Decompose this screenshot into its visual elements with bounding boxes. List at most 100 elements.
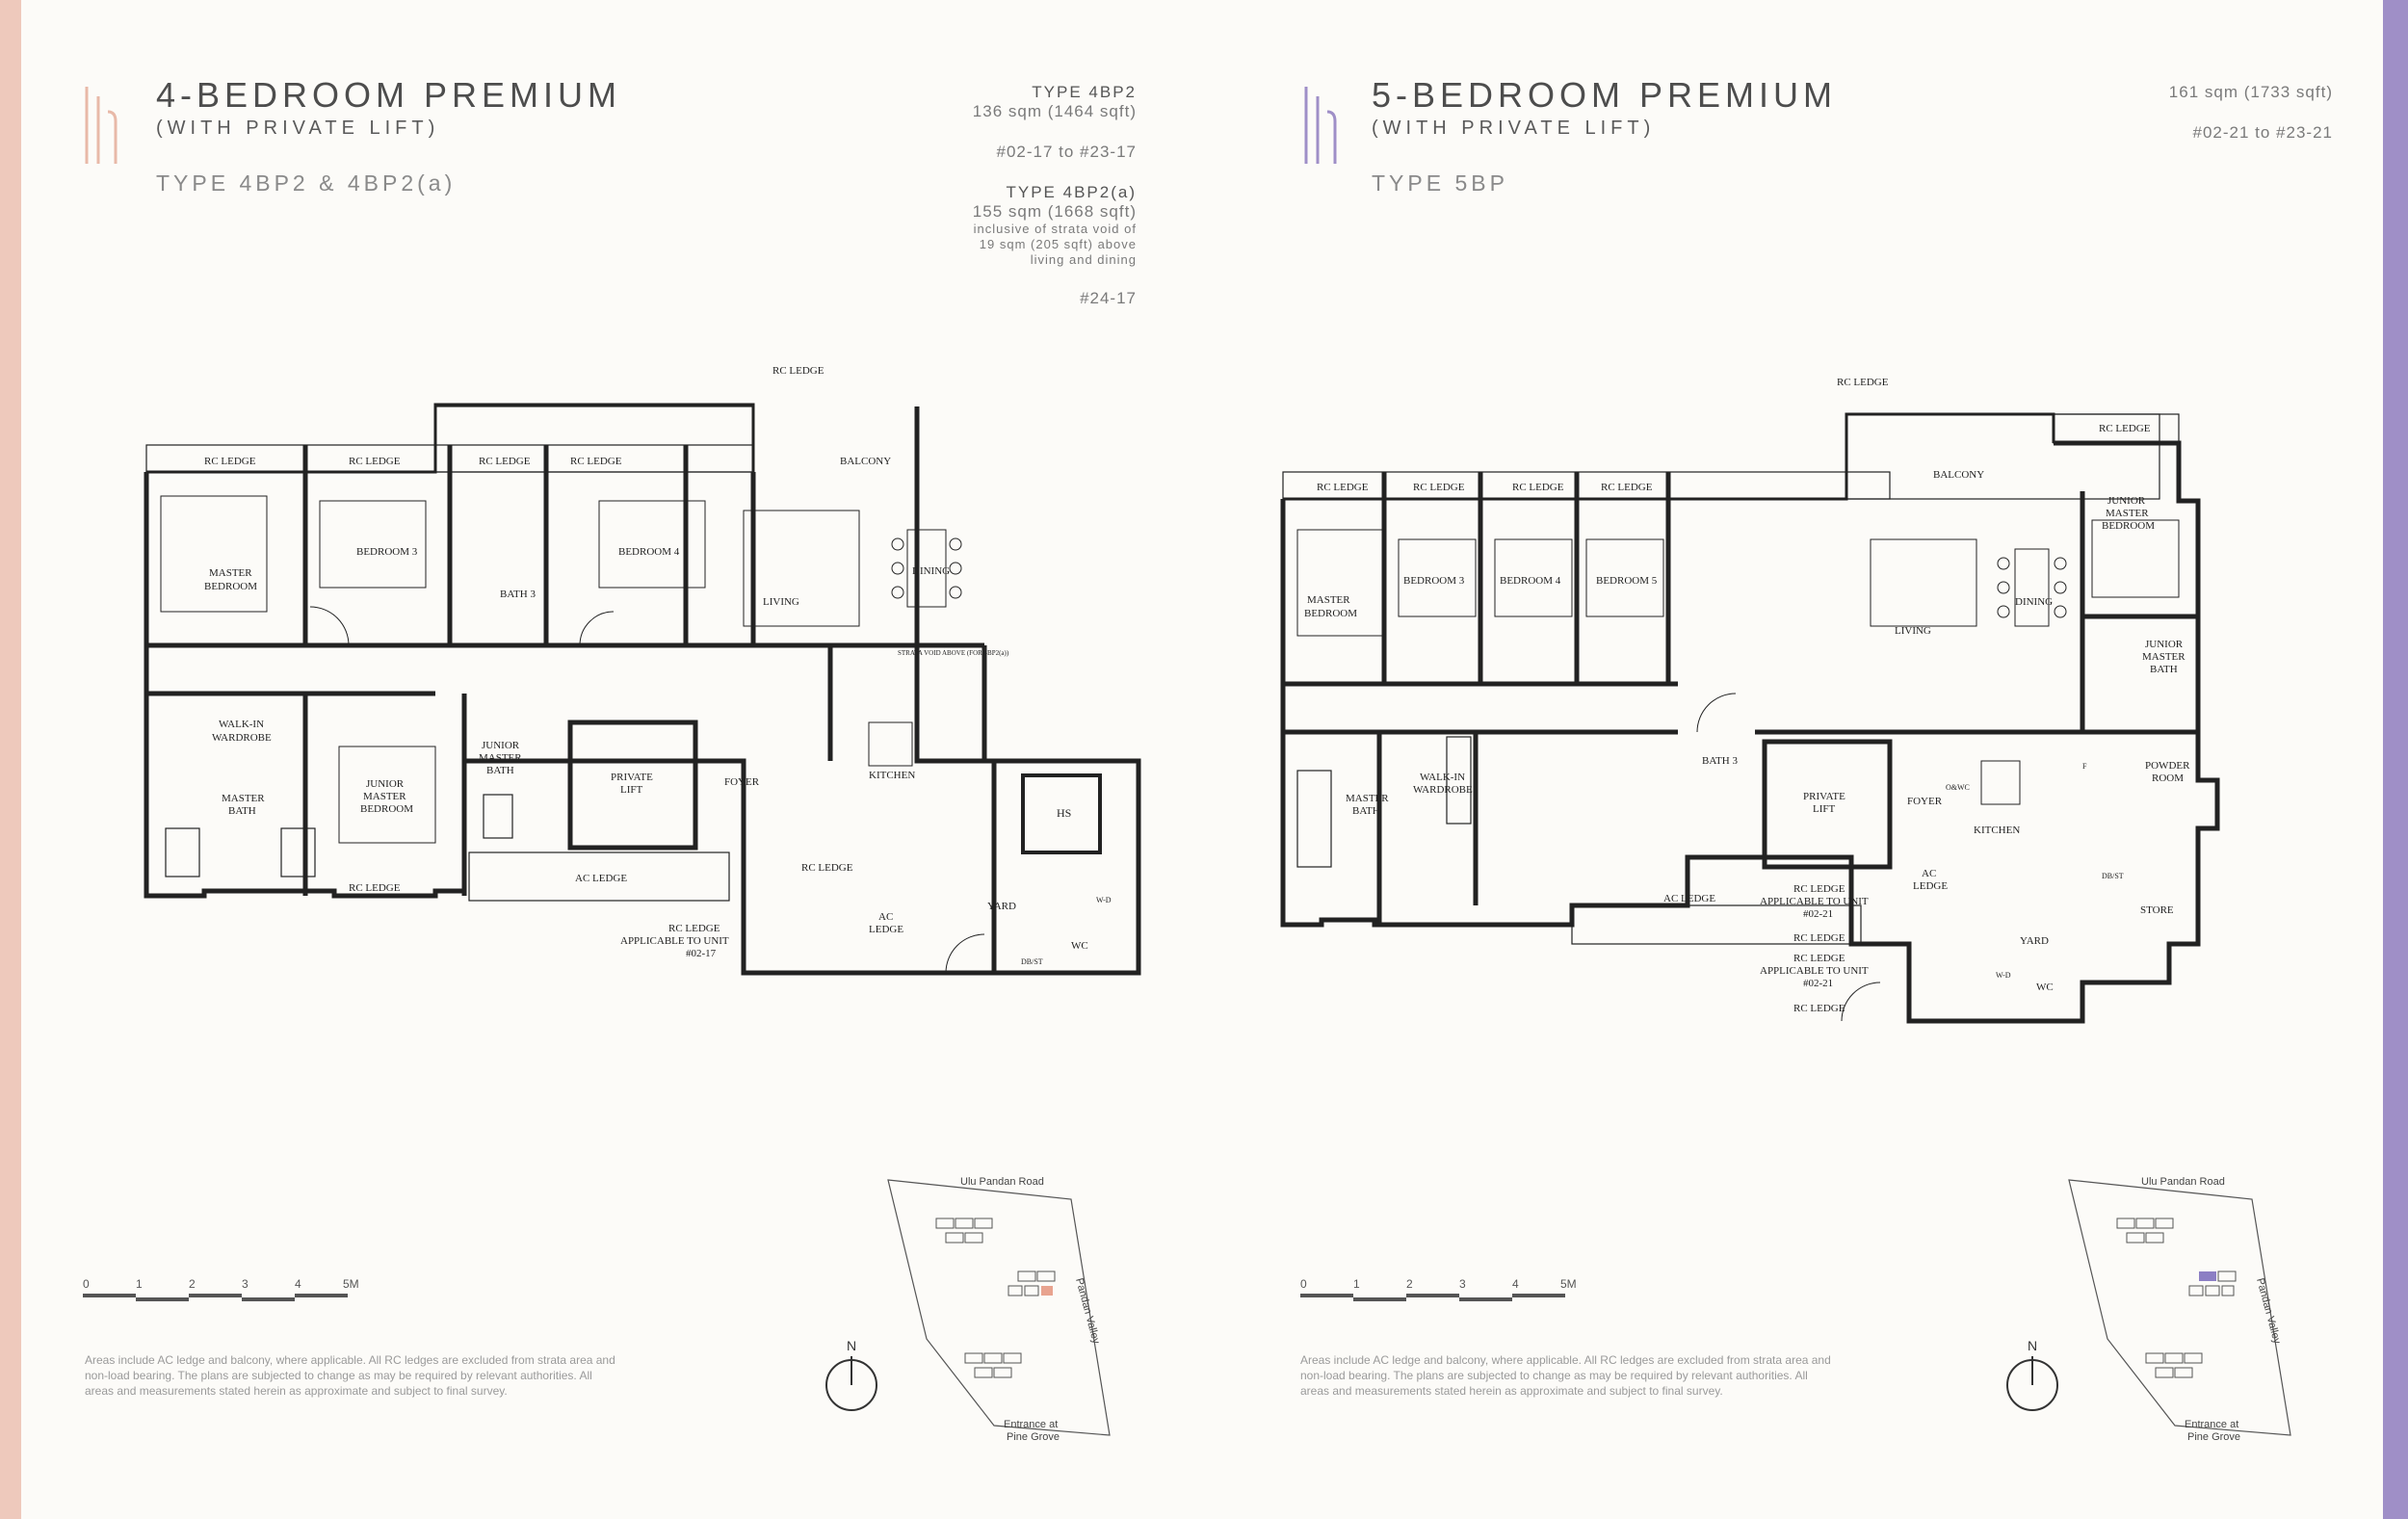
site-entrance-label: Entrance at <box>2185 1419 2238 1430</box>
floor-plan-5bp: RC LEDGE RC LEDGE RC LEDGE RC LEDGE RC L… <box>1280 377 2220 1024</box>
label-rc-ledge: RC LEDGE <box>2099 423 2151 434</box>
site-key-plan: Ulu Pandan Road Pandan Valley Entrance a… <box>2068 1176 2291 1443</box>
label-dining: DINING <box>2015 596 2053 608</box>
spec-area: 136 sqm (1464 sqft) <box>972 102 1137 120</box>
label-junior-master: BEDROOM <box>2102 520 2155 532</box>
label-foyer: FOYER <box>1907 796 1943 807</box>
scale-tick-label: 5M <box>1560 1277 1577 1291</box>
label-ac-ledge: LEDGE <box>869 924 903 935</box>
disclaimer-text: Areas include AC ledge and balcony, wher… <box>1300 1353 1831 1398</box>
label-living: LIVING <box>763 596 799 608</box>
label-rc-ledge: RC LEDGE <box>349 882 401 894</box>
scale-bar: 0 1 2 3 4 5M <box>1300 1277 1577 1301</box>
label-junior-master: JUNIOR <box>2107 495 2146 507</box>
label-private-lift: PRIVATE <box>611 772 653 783</box>
label-rc-ledge-note: APPLICABLE TO UNIT <box>1760 965 1869 977</box>
page-title: 5-BEDROOM PREMIUM <box>1372 75 1838 115</box>
unit-type-line: TYPE 4BP2 & 4BP2(a) <box>156 170 457 196</box>
spec-note: 19 sqm (205 sqft) above <box>979 237 1137 251</box>
label-junior-master: JUNIOR <box>366 778 405 790</box>
household-shelter <box>1021 773 1102 854</box>
scale-tick-label: 0 <box>83 1277 90 1291</box>
label-rc-ledge: RC LEDGE <box>1512 482 1564 493</box>
site-road-label: Ulu Pandan Road <box>960 1176 1044 1188</box>
label-rc-ledge: RC LEDGE <box>801 862 853 874</box>
label-balcony: BALCONY <box>1933 469 1984 481</box>
label-wc: WC <box>2036 982 2054 993</box>
label-kitchen: KITCHEN <box>869 770 915 781</box>
page-subtitle: (WITH PRIVATE LIFT) <box>156 118 440 139</box>
label-fridge: F <box>2082 762 2087 771</box>
label-fridge: F <box>982 735 987 744</box>
spec-note: living and dining <box>1030 252 1137 267</box>
private-lift-shaft <box>567 720 698 851</box>
label-powder-room: POWDER <box>2145 760 2190 772</box>
label-oven-wash: O&WC <box>1946 783 1970 792</box>
label-rc-ledge: RC LEDGE <box>1793 932 1845 944</box>
label-private-lift: PRIVATE <box>1803 791 1845 802</box>
site-entrance-label: Pine Grove <box>1007 1431 1060 1443</box>
spec-units: #24-17 <box>1080 289 1137 307</box>
bed <box>1296 529 1385 637</box>
label-junior-master-bath: BATH <box>2150 664 2178 675</box>
label-master-bedroom: MASTER <box>1307 594 1350 606</box>
dining-table <box>2014 548 2050 627</box>
label-private-lift: LIFT <box>1813 803 1836 815</box>
scale-bar: 0 1 2 3 4 5M <box>83 1277 359 1301</box>
label-master-bath: BATH <box>1352 805 1380 817</box>
scale-tick-label: 2 <box>189 1277 196 1291</box>
label-rc-ledge: RC LEDGE <box>772 365 824 377</box>
label-db-store: DB/ST <box>2102 872 2124 880</box>
label-master-bath: MASTER <box>1346 793 1389 804</box>
label-kitchen: KITCHEN <box>1974 825 2020 836</box>
unit-type-line: TYPE 5BP <box>1372 170 1508 196</box>
site-valley-label: Pandan Valley <box>2254 1277 2283 1346</box>
label-db-store: DB/ST <box>1021 957 1043 966</box>
label-store: STORE <box>2140 904 2174 916</box>
brand-mark-icon <box>1304 87 1337 164</box>
scale-tick-label: 1 <box>136 1277 143 1291</box>
label-master-bath: BATH <box>228 805 256 817</box>
scale-tick-label: 3 <box>242 1277 249 1291</box>
dining-table <box>906 529 947 608</box>
spec-type-label: TYPE 4BP2(a) <box>1006 183 1137 201</box>
spec-area: 161 sqm (1733 sqft) <box>2168 83 2333 101</box>
highlighted-block <box>1041 1286 1053 1296</box>
label-rc-ledge: RC LEDGE <box>1601 482 1653 493</box>
label-bath-3: BATH 3 <box>1702 755 1738 767</box>
spec-units: #02-21 to #23-21 <box>2192 123 2333 142</box>
label-bedroom-4: BEDROOM 4 <box>618 546 680 558</box>
ac-ledge-outline <box>468 851 730 902</box>
floor-plan-4bp2: RC LEDGE RC LEDGE RC LEDGE RC LEDGE RC L… <box>144 365 1141 976</box>
label-walk-in: WALK-IN <box>1420 772 1465 783</box>
label-rc-ledge-note: #02-17 <box>686 948 717 959</box>
label-master-bedroom: BEDROOM <box>204 581 257 592</box>
label-rc-ledge: RC LEDGE <box>570 456 622 467</box>
label-walk-in: WALK-IN <box>219 719 264 730</box>
sofa <box>1870 538 1977 627</box>
scale-tick-label: 1 <box>1353 1277 1360 1291</box>
site-key-plan: Ulu Pandan Road Pandan Valley Entrance a… <box>887 1176 1111 1443</box>
label-rc-ledge-note: #02-21 <box>1803 908 1833 920</box>
bed <box>160 495 268 613</box>
bathtub <box>1296 770 1332 868</box>
label-junior-master: MASTER <box>363 791 406 802</box>
disclaimer-text: Areas include AC ledge and balcony, wher… <box>85 1353 615 1398</box>
label-bedroom-4: BEDROOM 4 <box>1500 575 1561 587</box>
label-ac-ledge: AC LEDGE <box>575 873 627 884</box>
scale-tick-label: 4 <box>295 1277 301 1291</box>
scale-tick-label: 2 <box>1406 1277 1413 1291</box>
label-rc-ledge-note: RC LEDGE <box>1793 883 1845 895</box>
label-jm-bath: BATH <box>486 765 514 776</box>
label-rc-ledge: RC LEDGE <box>204 456 256 467</box>
site-valley-label: Pandan Valley <box>1073 1277 1102 1346</box>
rc-ledge-strip <box>1282 471 1891 500</box>
scale-tick-label: 5M <box>343 1277 359 1291</box>
highlighted-block <box>2199 1271 2216 1281</box>
label-master-bedroom: BEDROOM <box>1304 608 1357 619</box>
label-junior-master: BEDROOM <box>360 803 413 815</box>
bed <box>1398 538 1477 617</box>
kitchen-island <box>868 721 913 767</box>
label-hs: HS <box>1057 806 1071 820</box>
label-rc-ledge: RC LEDGE <box>479 456 531 467</box>
